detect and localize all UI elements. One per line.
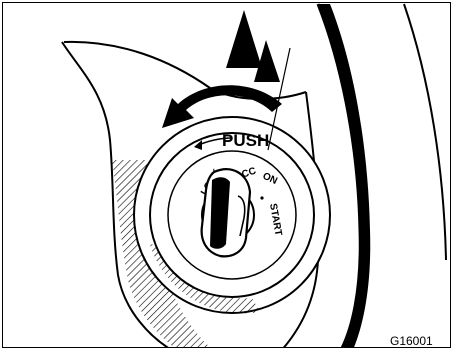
figure-code: G16001 [390,334,433,348]
push-arrow-large-icon [226,10,262,68]
position-dot [260,196,263,199]
dash-panel-inner-edge [404,4,446,260]
push-label: PUSH [222,131,269,150]
dash-panel-face [318,4,370,352]
